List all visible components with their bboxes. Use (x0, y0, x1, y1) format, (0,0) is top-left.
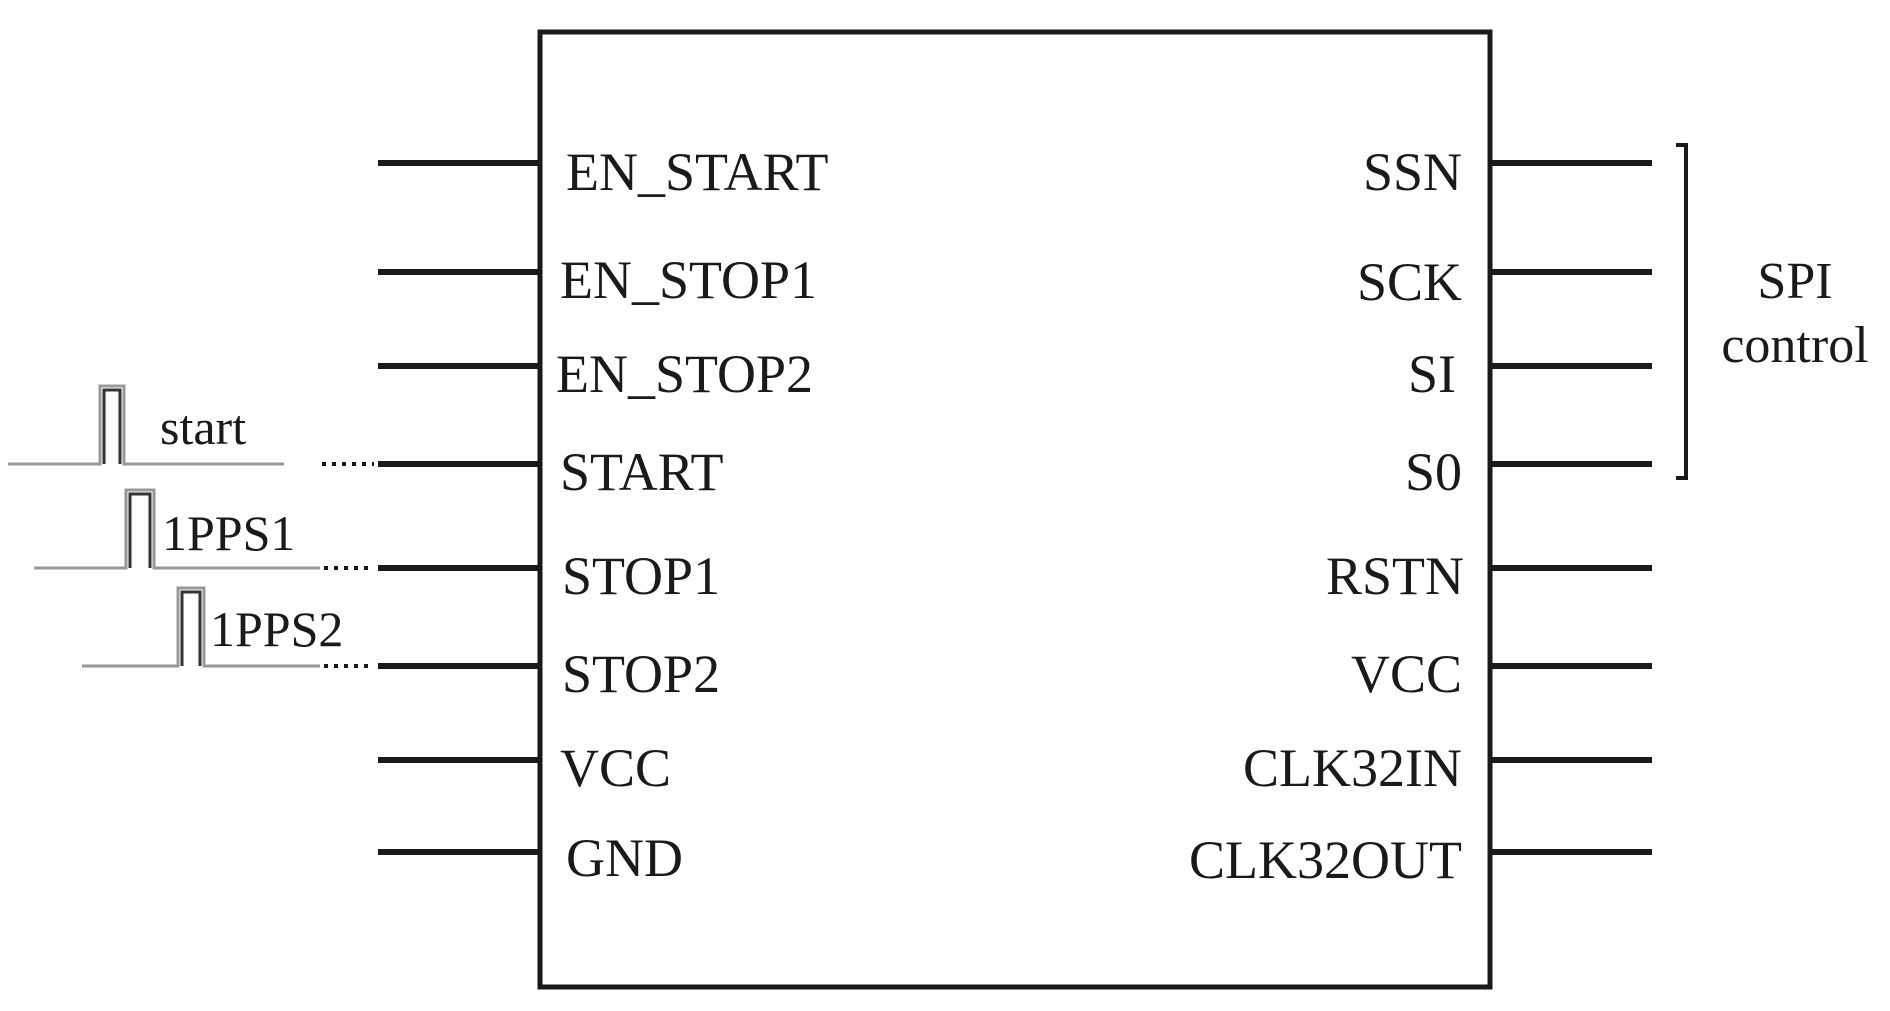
pin-label-en-start: EN_START (566, 142, 828, 202)
pps1-pulse-edge (128, 492, 152, 568)
chip-body (537, 29, 1493, 990)
pps2-pulse-edge (180, 590, 202, 666)
pin-label-si: SI (1408, 344, 1456, 404)
pps1-pulse-waveform (34, 488, 320, 570)
pin-label-rstn: RSTN (1326, 546, 1464, 606)
pin-label-clk32in: CLK32IN (1243, 738, 1462, 798)
pps1-pulse-signal: 1PPS1 (34, 488, 374, 570)
pin-label-vcc-left: VCC (560, 738, 671, 798)
pin-label-ssn: SSN (1363, 142, 1462, 202)
pin-label-en-stop1: EN_STOP1 (560, 250, 817, 310)
spi-label-line1: SPI (1757, 253, 1832, 310)
pin-label-sck: SCK (1357, 252, 1462, 312)
pin-label-start: START (560, 442, 723, 502)
spi-control-group: SPI control (1676, 143, 1869, 480)
spi-bracket (1676, 143, 1688, 480)
start-signal-label: start (160, 399, 246, 455)
start-pulse-waveform (8, 384, 284, 466)
pin-label-stop2: STOP2 (562, 644, 720, 704)
left-leads (378, 160, 540, 855)
start-pulse-edge (102, 388, 122, 464)
pin-label-clk32out: CLK32OUT (1189, 830, 1462, 890)
pps2-signal-label: 1PPS2 (210, 601, 343, 657)
start-pulse-signal: start (8, 384, 374, 466)
pps1-signal-label: 1PPS1 (162, 505, 295, 561)
left-pin-labels: EN_START EN_STOP1 EN_STOP2 START STOP1 S… (556, 142, 828, 888)
pin-label-s0: S0 (1405, 442, 1462, 502)
pin-label-gnd: GND (566, 828, 683, 888)
spi-label-line2: control (1721, 317, 1868, 374)
right-pin-labels: SSN SCK SI S0 RSTN VCC CLK32IN CLK32OUT (1189, 142, 1464, 890)
pin-label-stop1: STOP1 (562, 546, 720, 606)
pin-label-en-stop2: EN_STOP2 (556, 344, 813, 404)
pin-label-vcc-right: VCC (1351, 644, 1462, 704)
right-leads (1490, 160, 1652, 855)
pps2-pulse-waveform (82, 586, 320, 668)
pps2-pulse-signal: 1PPS2 (82, 586, 374, 668)
